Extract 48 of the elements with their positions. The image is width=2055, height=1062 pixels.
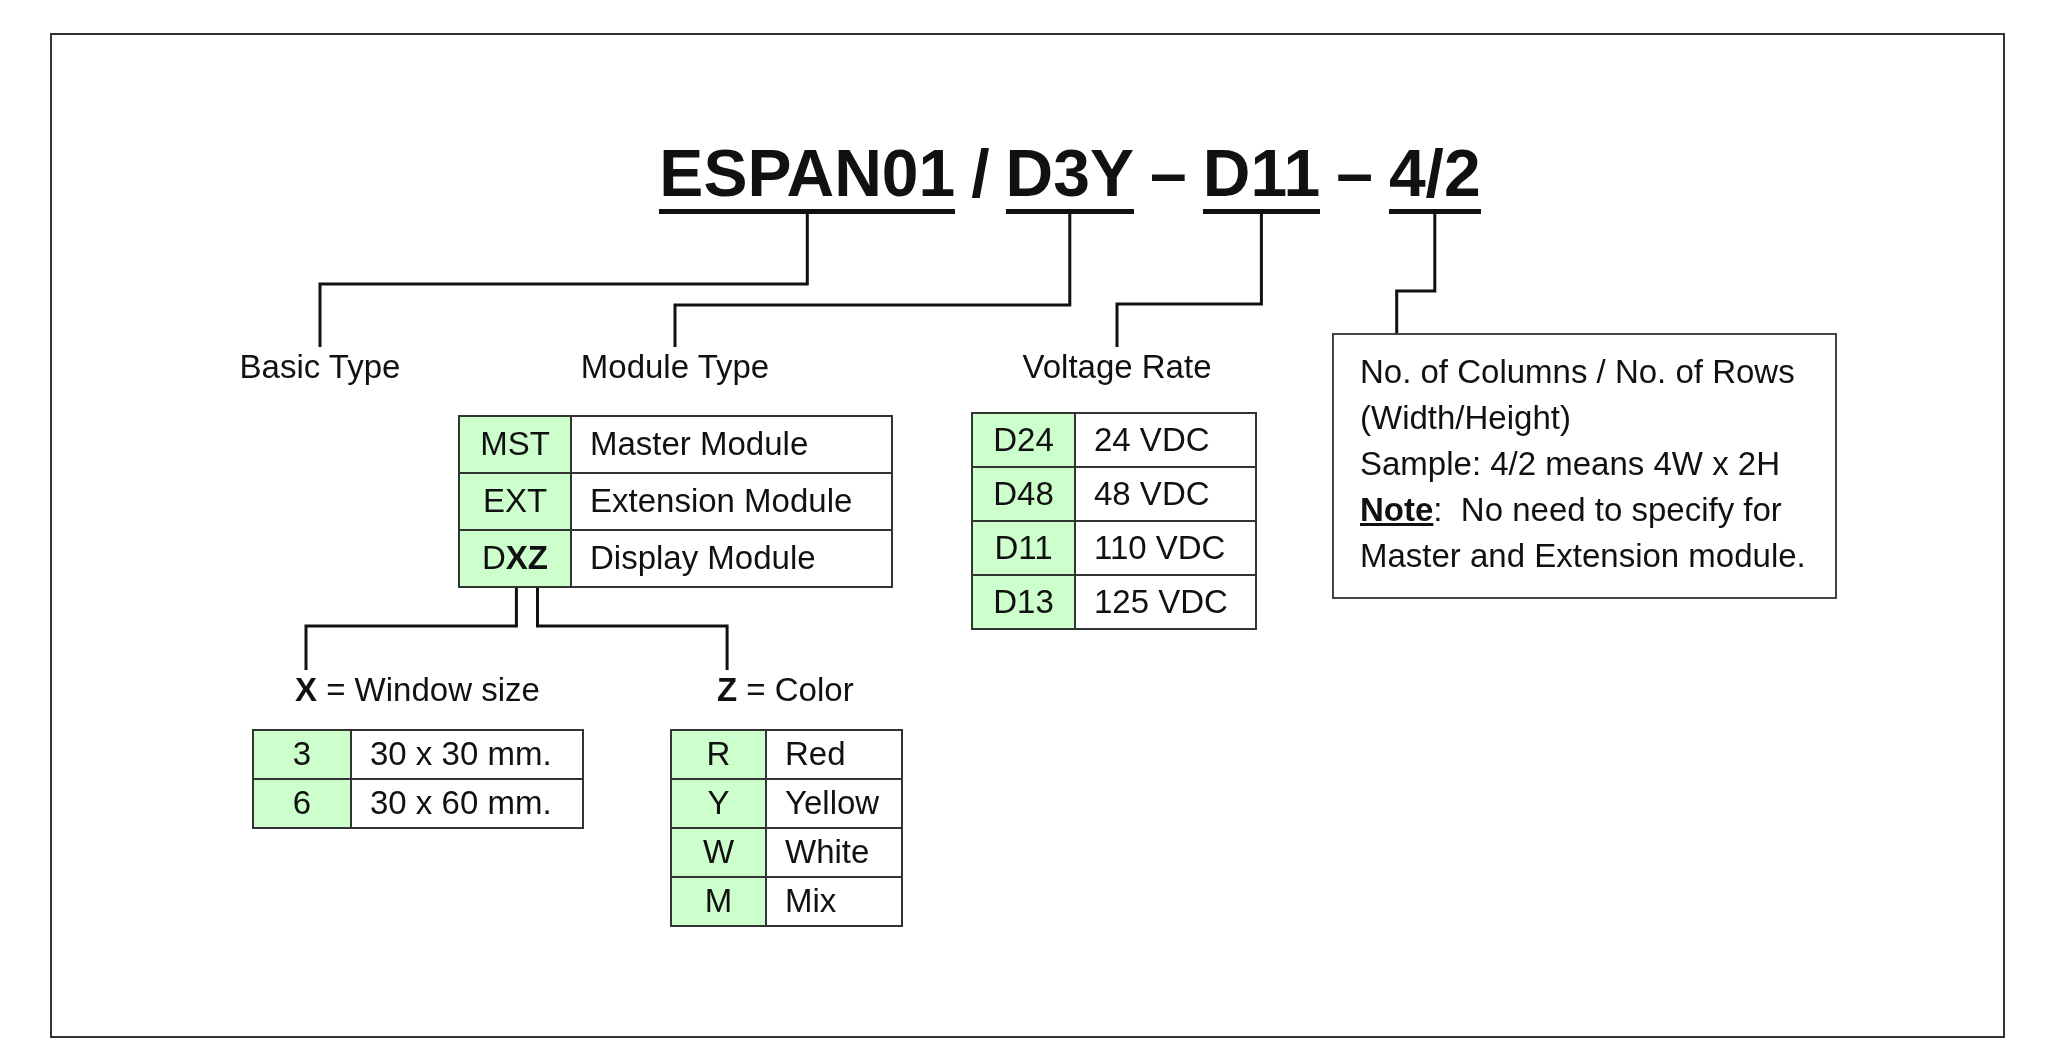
- leader-line: [304, 587, 518, 670]
- separator: –: [1336, 140, 1373, 206]
- category-label: X = Window size: [295, 670, 540, 710]
- separator: –: [1150, 140, 1187, 206]
- note-text: No. of Columns / No. of Rows (Width/Height): [1360, 352, 1796, 438]
- code-cell: W: [671, 828, 766, 877]
- category-label: Basic Type: [239, 347, 401, 387]
- leader-line: [536, 587, 729, 670]
- description-cell: Master Module: [571, 416, 892, 473]
- code-cell: R: [671, 730, 766, 779]
- code-cell: Y: [671, 779, 766, 828]
- description-cell: 24 VDC: [1075, 413, 1256, 467]
- code-segment: D11: [1202, 140, 1321, 214]
- note-text: Sample: 4/2 means 4W x 2H: [1360, 444, 1781, 484]
- category-label: Module Type: [580, 347, 770, 387]
- code-cell: D24: [972, 413, 1075, 467]
- leader-line: [1115, 214, 1263, 347]
- code-cell: D13: [972, 575, 1075, 629]
- code-cell: EXT: [459, 473, 571, 530]
- description-cell: Yellow: [766, 779, 902, 828]
- code-segment: D3Y: [1005, 140, 1134, 214]
- note-box: [1332, 333, 1837, 599]
- note-text: Note: No need to specify for Master and Extension module.: [1360, 490, 1807, 576]
- description-cell: 30 x 60 mm.: [351, 779, 583, 828]
- description-cell: 48 VDC: [1075, 467, 1256, 521]
- leader-line: [318, 214, 809, 347]
- description-cell: 110 VDC: [1075, 521, 1256, 575]
- code-cell: M: [671, 877, 766, 926]
- description-cell: Mix: [766, 877, 902, 926]
- code-cell: D11: [972, 521, 1075, 575]
- code-segment: ESPAN01: [659, 140, 956, 214]
- code-cell: 6: [253, 779, 351, 828]
- code-cell: D48: [972, 467, 1075, 521]
- leader-line: [1395, 214, 1437, 333]
- description-cell: Display Module: [571, 530, 892, 587]
- description-cell: 30 x 30 mm.: [351, 730, 583, 779]
- description-cell: Extension Module: [571, 473, 892, 530]
- code-segment: 4/2: [1388, 140, 1481, 214]
- leader-line: [673, 214, 1072, 347]
- description-cell: White: [766, 828, 902, 877]
- separator: /: [971, 140, 990, 206]
- code-cell: 3: [253, 730, 351, 779]
- description-cell: 125 VDC: [1075, 575, 1256, 629]
- category-label: Z = Color: [717, 670, 854, 710]
- category-label: Voltage Rate: [1022, 347, 1212, 387]
- code-cell: MST: [459, 416, 571, 473]
- code-cell: DXZ: [459, 530, 571, 587]
- description-cell: Red: [766, 730, 902, 779]
